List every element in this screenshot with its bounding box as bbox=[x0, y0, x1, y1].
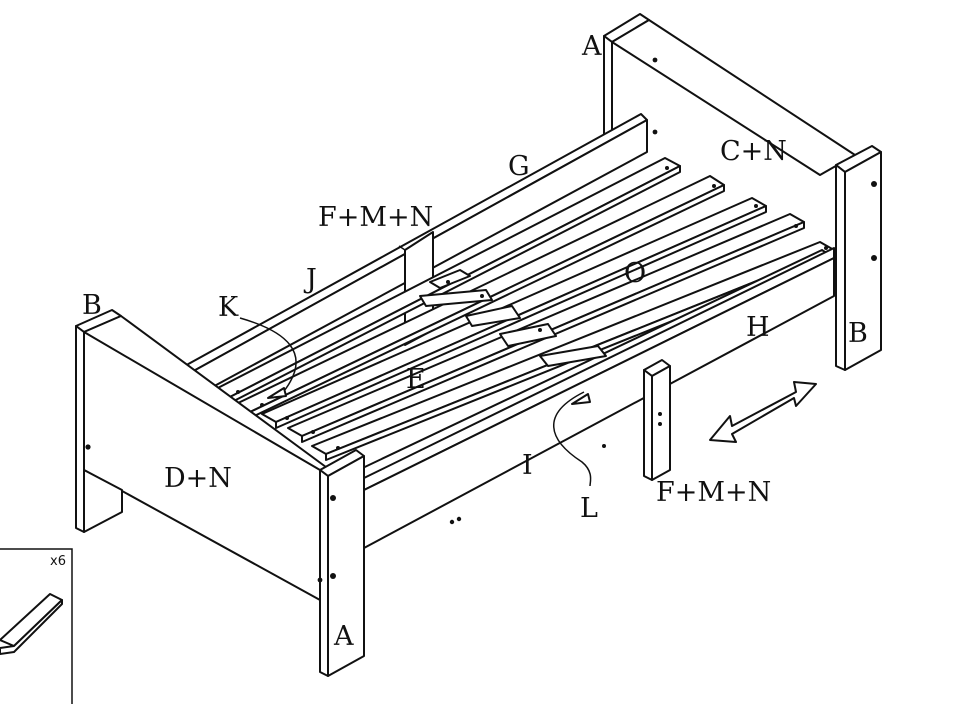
label-o: O bbox=[624, 258, 646, 289]
label-b-left: B bbox=[82, 290, 102, 321]
extension-leg bbox=[643, 359, 671, 481]
label-a-top: A bbox=[581, 31, 602, 62]
label-e: E bbox=[406, 364, 426, 395]
label-i: I bbox=[522, 450, 533, 481]
label-j: J bbox=[303, 264, 317, 295]
label-b-right: B bbox=[848, 318, 868, 349]
part-labels: A C+N G F+M+N J B K O H B E D+N I F+M+N … bbox=[82, 31, 868, 652]
label-g: G bbox=[508, 151, 530, 182]
label-d-n: D+N bbox=[164, 463, 232, 494]
label-a-bottom: A bbox=[333, 621, 354, 652]
label-f-m-n-top: F+M+N bbox=[318, 202, 433, 233]
label-c-n: C+N bbox=[720, 136, 787, 167]
headboard-far bbox=[603, 13, 882, 371]
inset-quantity: x6 bbox=[50, 554, 66, 569]
label-h: H bbox=[746, 312, 770, 343]
label-k: K bbox=[218, 292, 239, 323]
leader-lines bbox=[239, 317, 592, 487]
label-f-m-n-bottom: F+M+N bbox=[656, 477, 771, 508]
double-arrow-icon bbox=[709, 381, 817, 443]
footboard-near bbox=[75, 309, 365, 677]
inset-slat-detail: x6 bbox=[0, 548, 73, 704]
label-l: L bbox=[580, 493, 598, 524]
